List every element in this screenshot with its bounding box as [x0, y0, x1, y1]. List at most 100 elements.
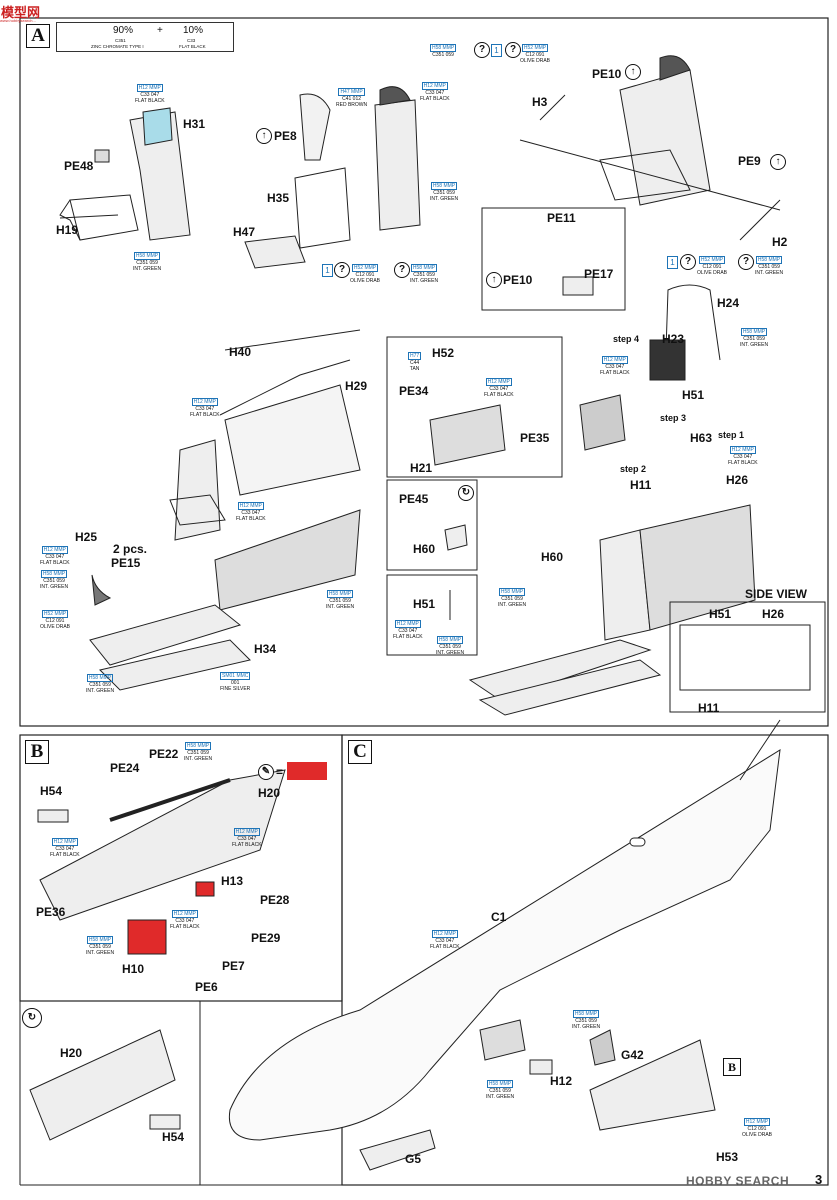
- question-icon: ?: [680, 254, 696, 270]
- part-label: PE48: [64, 159, 94, 173]
- mix-code-1: C351: [115, 38, 126, 43]
- arrow-up-icon: ↑: [770, 154, 786, 170]
- site-watermark: HOBBY SEARCH: [686, 1174, 790, 1188]
- part-label: 2 pcs.: [113, 542, 148, 556]
- part-label: H54: [40, 784, 63, 798]
- section-a-label: A: [26, 24, 50, 48]
- part-label: PE10: [503, 273, 533, 287]
- equals-sign: =: [276, 765, 284, 779]
- part-label: H34: [254, 642, 277, 656]
- brush-icon: ✎: [258, 764, 274, 780]
- side-view-title: SIDE VIEW: [745, 587, 808, 601]
- part-label: H51: [682, 388, 705, 402]
- part-label: H52: [432, 346, 455, 360]
- question-icon: ?: [334, 262, 350, 278]
- step-number: 1: [667, 256, 678, 269]
- section-c-label: C: [348, 740, 372, 764]
- part-label: H11: [698, 701, 720, 715]
- part-label: PE35: [520, 431, 550, 445]
- part-label: PE6: [195, 980, 218, 994]
- step-number: 1: [322, 264, 333, 277]
- part-label: H63: [690, 431, 713, 445]
- mix-code-2: C33: [187, 38, 196, 43]
- part-label: H12: [550, 1074, 573, 1088]
- part-label: H11: [630, 478, 652, 492]
- part-label: PE9: [738, 154, 761, 168]
- part-label: H40: [229, 345, 252, 359]
- paint-mix-legend: 90% + 10% C351 ZINC CHROMATE TYPE I C33 …: [56, 22, 234, 52]
- watermark-url: www.hobbysearch...: [0, 18, 36, 23]
- section-b-reference: B: [723, 1058, 741, 1076]
- part-label: H35: [267, 191, 290, 205]
- rotate-icon: ↻: [22, 1008, 42, 1028]
- part-label: H29: [345, 379, 368, 393]
- arrow-up-icon: ↑: [486, 272, 502, 288]
- part-label: H25: [75, 530, 98, 544]
- step-label: step 4: [613, 334, 640, 344]
- part-label: H24: [717, 296, 740, 310]
- part-label: H23: [662, 332, 685, 346]
- part-label: PE15: [111, 556, 141, 570]
- part-label: H51: [413, 597, 436, 611]
- part-label: PE11: [547, 211, 576, 225]
- part-label: H13: [221, 874, 244, 888]
- step-label: step 1: [718, 430, 745, 440]
- part-label: H26: [726, 473, 749, 487]
- part-label: H54: [162, 1130, 185, 1144]
- part-label: H60: [541, 550, 564, 564]
- question-icon: ?: [474, 42, 490, 58]
- part-label: PE17: [584, 267, 614, 281]
- part-label: H53: [716, 1150, 739, 1164]
- part-label: H20: [258, 786, 281, 800]
- part-label: PE45: [399, 492, 429, 506]
- page-number: 3: [815, 1172, 823, 1187]
- part-label: PE8: [274, 129, 297, 143]
- step-label: step 3: [660, 413, 687, 423]
- part-label: H31: [183, 117, 206, 131]
- question-icon: ?: [505, 42, 521, 58]
- part-label: PE10: [592, 67, 622, 81]
- step-number: 1: [491, 44, 502, 57]
- mix-plus: +: [157, 25, 163, 36]
- mix-percent-1: 90%: [113, 25, 134, 36]
- part-label: PE24: [110, 761, 140, 775]
- mix-name-1: ZINC CHROMATE TYPE I: [91, 44, 144, 49]
- part-label: H10: [122, 962, 145, 976]
- arrow-up-icon: ↑: [625, 64, 641, 80]
- part-label: H20: [60, 1046, 83, 1060]
- part-label: H21: [410, 461, 433, 475]
- arrow-up-icon: ↑: [256, 128, 272, 144]
- part-label: H19: [56, 223, 79, 237]
- part-label: C1: [491, 910, 507, 924]
- mix-name-2: FLAT BLACK: [179, 44, 206, 49]
